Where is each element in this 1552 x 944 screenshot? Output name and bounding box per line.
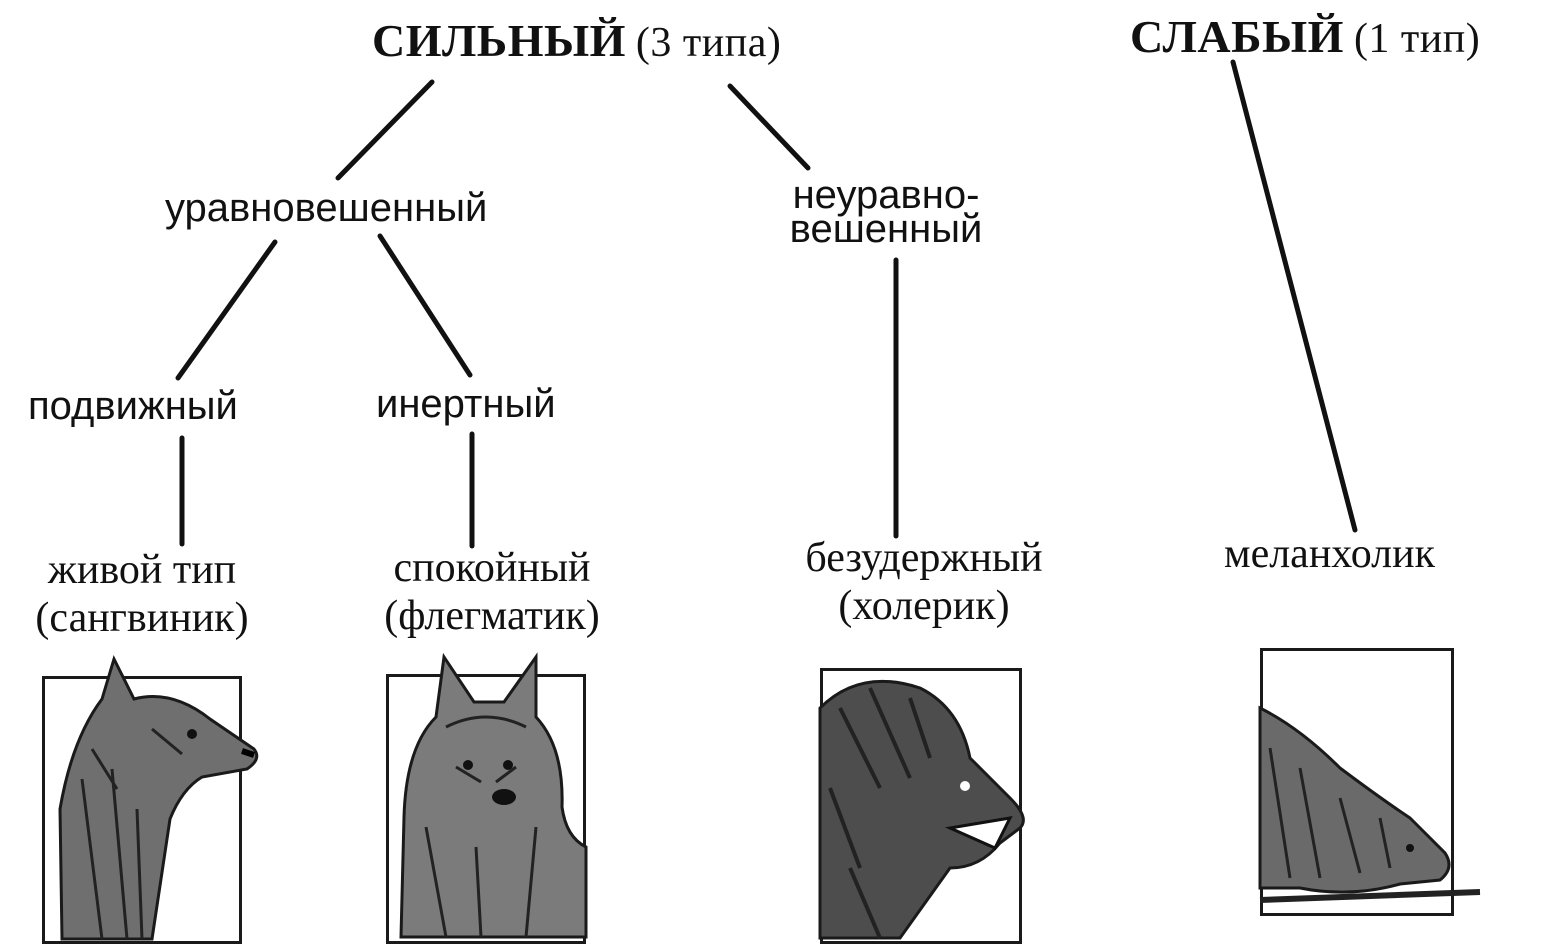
sanguine-label: живой тип (сангвиник): [8, 546, 276, 642]
choleric-label: безудержный (холерик): [776, 534, 1072, 630]
sanguine-dog-illustration: [42, 676, 242, 944]
inert-label: инертный: [376, 384, 556, 424]
dog-head-icon: [386, 657, 586, 937]
phlegmatic-line1: спокойный: [356, 544, 628, 592]
melancholic-label: меланхолик: [1224, 530, 1435, 578]
line-strong-unbalanced: [730, 86, 808, 168]
balanced-label: уравновешенный: [165, 188, 487, 228]
strong-type-heading: СИЛЬНЫЙ(3 типа): [372, 14, 781, 67]
strong-note: (3 типа): [636, 20, 781, 66]
unbalanced-line2: вешенный: [776, 206, 996, 252]
phlegmatic-dog-illustration: [386, 674, 586, 944]
phlegmatic-line2: (флегматик): [356, 592, 628, 640]
choleric-dog-illustration: [820, 668, 1022, 944]
line-balanced-inert: [380, 236, 470, 375]
strong-title: СИЛЬНЫЙ: [372, 15, 626, 66]
unbalanced-label: неуравно- вешенный: [776, 172, 996, 252]
line-weak-melancholic: [1233, 62, 1355, 530]
choleric-line1: безудержный: [776, 534, 1072, 582]
phlegmatic-label: спокойный (флегматик): [356, 544, 628, 640]
line-strong-balanced: [338, 82, 432, 178]
melancholic-dog-illustration: [1260, 648, 1454, 916]
weak-title: СЛАБЫЙ: [1130, 11, 1344, 62]
dog-head-icon: [1260, 648, 1480, 910]
weak-note: (1 тип): [1354, 16, 1480, 62]
sanguine-line2: (сангвиник): [8, 594, 276, 642]
choleric-line2: (холерик): [776, 582, 1072, 630]
sanguine-line1: живой тип: [8, 546, 276, 594]
weak-type-heading: СЛАБЫЙ(1 тип): [1130, 10, 1480, 63]
line-balanced-mobile: [178, 242, 275, 378]
dog-head-icon: [42, 659, 302, 939]
dog-head-icon: [820, 668, 1040, 938]
mobile-label: подвижный: [28, 386, 238, 426]
